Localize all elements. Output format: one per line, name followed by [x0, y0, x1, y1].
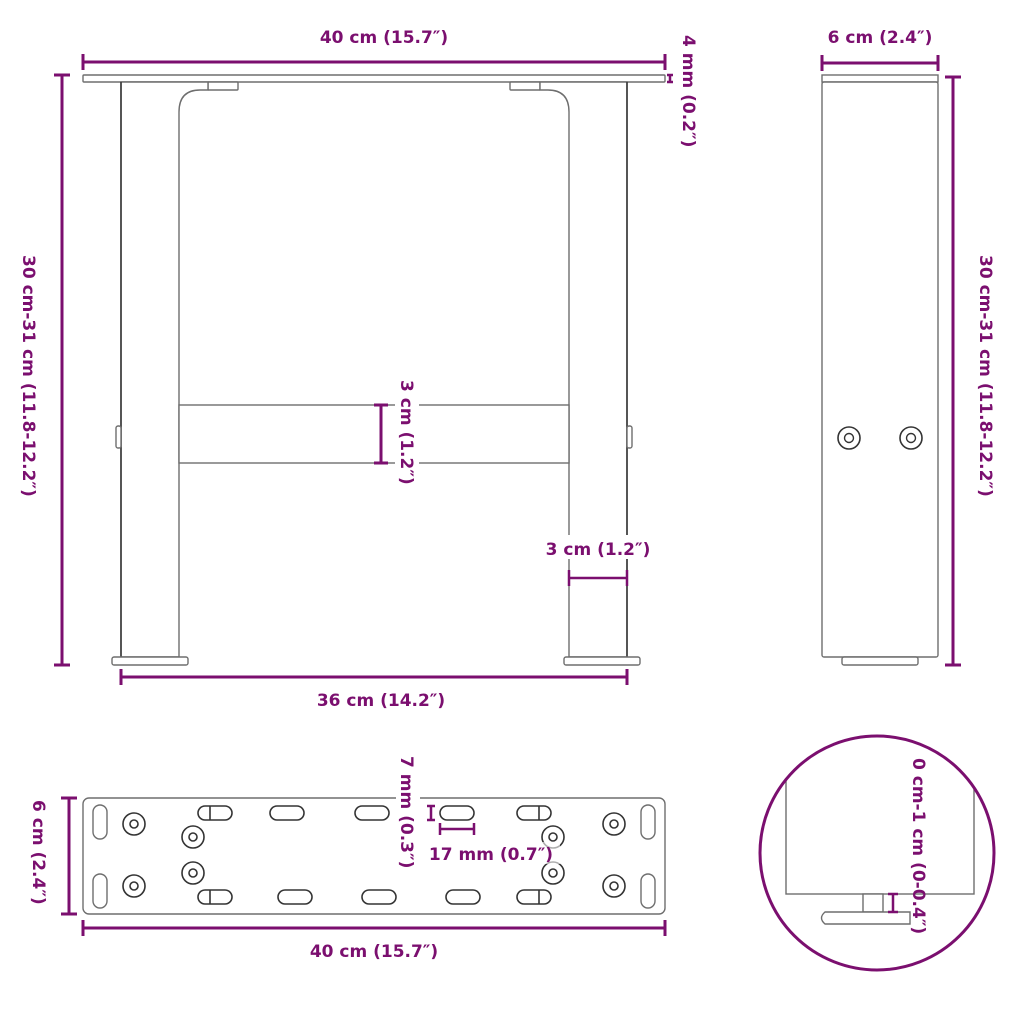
end-slot: [640, 804, 656, 840]
plate-slots-top: [197, 805, 552, 821]
dim-top-width: 40 cm (15.7″): [81, 28, 667, 70]
label-front-height: 30 cm-31 cm (11.8-12.2″): [18, 255, 38, 497]
dim-slot-length: 17 mm (0.7″): [424, 823, 560, 865]
side-leg-body: [821, 81, 939, 658]
leveling-knob-right: [626, 425, 633, 449]
mount-tab-right: [509, 81, 541, 91]
label-top-thickness: 4 mm (0.2″): [678, 35, 698, 147]
side-foot: [841, 656, 919, 666]
detail-adjuster-foot: [820, 911, 911, 925]
dim-top-thickness: 4 mm (0.2″): [667, 35, 698, 147]
dim-plate-width: 40 cm (15.7″): [81, 920, 667, 962]
label-plate-depth: 6 cm (2.4″): [28, 800, 48, 905]
side-view: 6 cm (2.4″) 30 cm-31 cm (11.8-12.2″): [820, 28, 995, 667]
side-screw-left: [837, 426, 861, 450]
plate-slots-bottom: [197, 889, 552, 905]
detail-magnifier-circle: [758, 734, 996, 972]
table-top-plate: [82, 74, 666, 83]
detail-leg-body: [785, 736, 975, 895]
end-slot: [640, 873, 656, 909]
leg-left-outer: [120, 81, 209, 658]
plate-view: 6 cm (2.4″) 40 cm (15.7″) 7 mm (0.3″) 17…: [28, 756, 667, 962]
label-side-width: 6 cm (2.4″): [828, 28, 933, 48]
dim-foot-span: 36 cm (14.2″): [119, 669, 629, 711]
dim-leg-width: 3 cm (1.2″): [540, 535, 658, 586]
label-adjustment: 0 cm-1 cm (0-0.4″): [908, 758, 928, 934]
leg-right-outer: [539, 81, 628, 658]
front-view: 40 cm (15.7″) 4 mm (0.2″) 30 cm-31 cm (1…: [18, 28, 698, 711]
foot-left: [111, 656, 189, 666]
side-screw-right: [899, 426, 923, 450]
crossbar: [178, 404, 570, 464]
dim-side-height: 30 cm-31 cm (11.8-12.2″): [945, 75, 995, 667]
label-leg-width: 3 cm (1.2″): [546, 540, 651, 560]
dim-plate-depth: 6 cm (2.4″): [28, 796, 77, 916]
foot-right: [563, 656, 641, 666]
mount-tab-left: [207, 81, 239, 91]
dim-adjustment: 0 cm-1 cm (0-0.4″): [888, 758, 928, 934]
leveling-knob-left: [115, 425, 122, 449]
label-crossbar-height: 3 cm (1.2″): [396, 380, 416, 485]
dim-front-height: 30 cm-31 cm (11.8-12.2″): [18, 73, 70, 667]
detail-view: 0 cm-1 cm (0-0.4″): [758, 734, 996, 972]
mounting-plate: [82, 797, 666, 915]
end-slot: [92, 873, 108, 909]
label-side-height: 30 cm-31 cm (11.8-12.2″): [975, 255, 995, 497]
label-foot-span: 36 cm (14.2″): [317, 691, 445, 711]
end-slot: [92, 804, 108, 840]
detail-adjuster-stem: [862, 893, 884, 913]
label-slot-height: 7 mm (0.3″): [396, 756, 416, 868]
dim-slot-height: 7 mm (0.3″): [396, 756, 435, 880]
label-slot-length: 17 mm (0.7″): [429, 845, 553, 865]
dim-side-width: 6 cm (2.4″): [820, 28, 940, 71]
label-plate-width: 40 cm (15.7″): [310, 942, 438, 962]
label-top-width: 40 cm (15.7″): [320, 28, 448, 48]
side-top-plate: [821, 74, 939, 83]
dim-crossbar-height: 3 cm (1.2″): [374, 380, 419, 495]
